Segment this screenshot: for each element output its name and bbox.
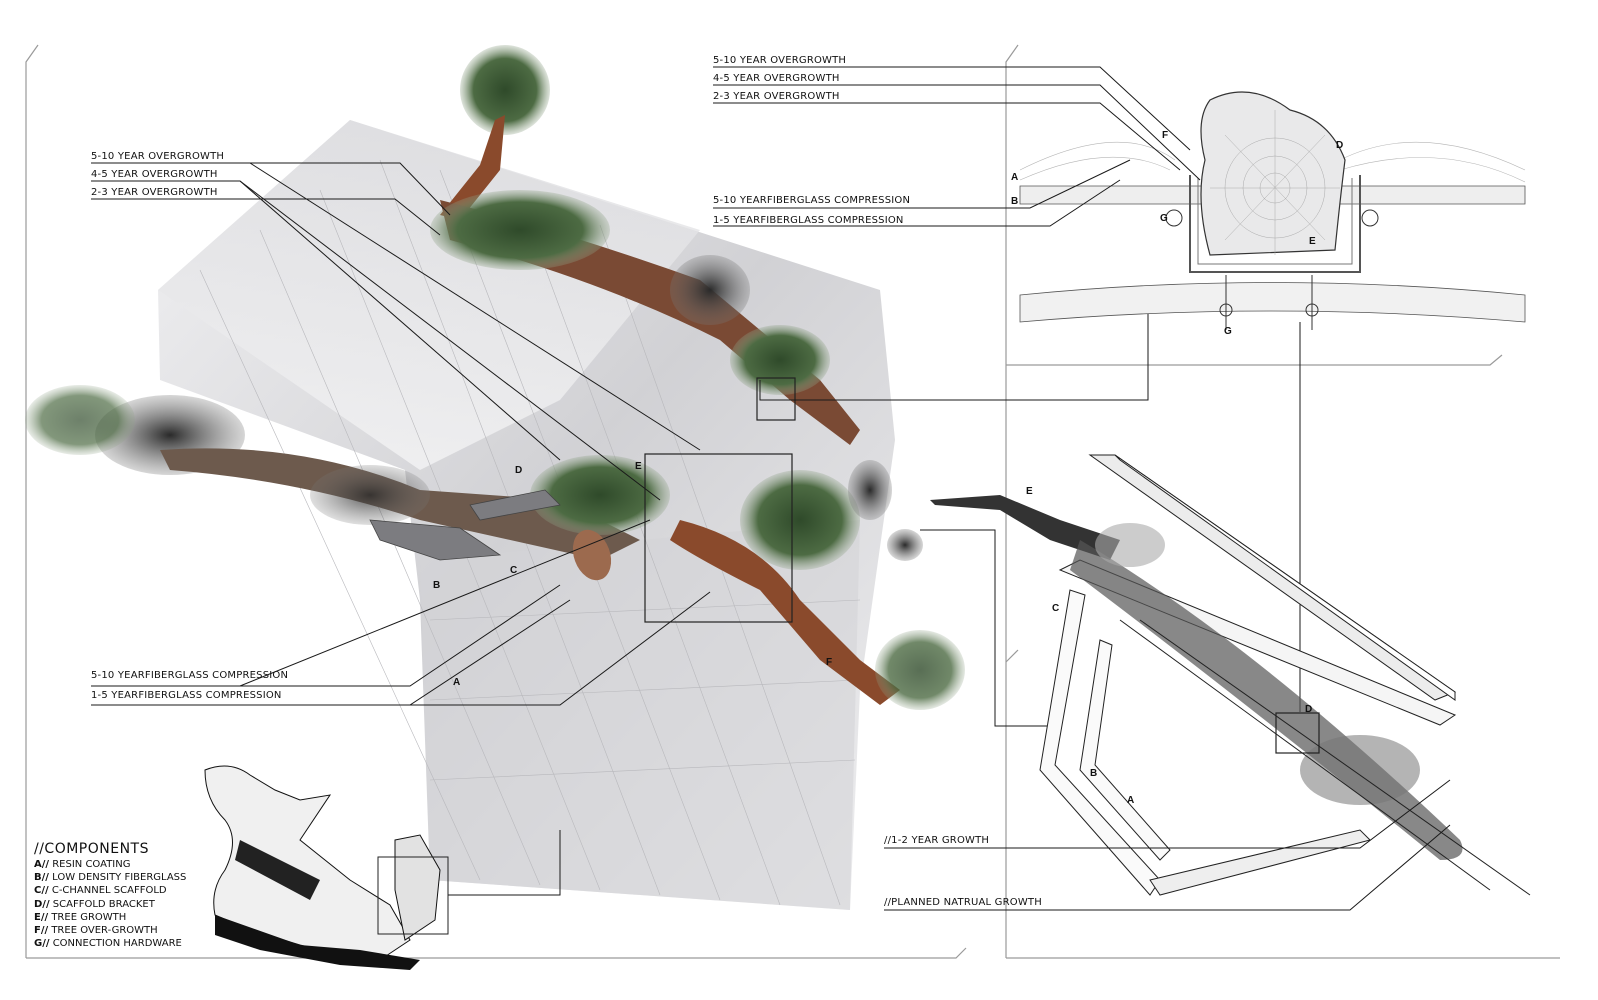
axon-leaders (884, 779, 1451, 911)
left-letter-c: C (510, 565, 518, 576)
axon-letter-a: A (1127, 795, 1135, 806)
left-overgrowth-label-1: 5-10 YEAR OVERGROWTH (91, 151, 225, 162)
left-overgrowth-label-2: 4-5 YEAR OVERGROWTH (91, 169, 218, 180)
section-letter-f: F (1162, 130, 1169, 141)
component-item-b: B// LOW DENSITY FIBERGLASS (34, 872, 187, 884)
scaffold-plates (369, 489, 561, 561)
left-tree (25, 385, 965, 710)
left-letter-b: B (433, 580, 441, 591)
left-compression-label-1: 5-10 YEARFIBERGLASS COMPRESSION (91, 670, 289, 681)
left-letter-f: F (826, 657, 833, 668)
left-overgrowth-label-3: 2-3 YEAR OVERGROWTH (91, 187, 218, 198)
left-compression-label-2: 1-5 YEARFIBERGLASS COMPRESSION (91, 690, 282, 701)
component-item-e: E// TREE GROWTH (34, 911, 127, 923)
section-letter-d: D (1336, 140, 1344, 151)
component-item-c: C// C-CHANNEL SCAFFOLD (34, 885, 167, 897)
section-letter-e: E (1309, 236, 1316, 247)
axon-letter-d: D (1305, 704, 1313, 715)
left-letter-d: D (515, 465, 523, 476)
component-item-f: F// TREE OVER-GROWTH (34, 925, 158, 937)
section-letter-b: B (1011, 196, 1019, 207)
mini-sculpture (204, 765, 560, 970)
section-letter-g-left: G (1160, 213, 1168, 224)
axon-letter-b: B (1090, 768, 1098, 779)
components-list: A// RESIN COATING B// LOW DENSITY FIBERG… (34, 858, 186, 950)
left-leaders (91, 162, 1149, 896)
component-item-a: A// RESIN COATING (34, 859, 131, 870)
growth-label-planned: //PLANNED NATRUAL GROWTH (884, 897, 1042, 908)
section-letter-a: A (1011, 172, 1019, 183)
section-compression-label-2: 1-5 YEARFIBERGLASS COMPRESSION (713, 215, 904, 226)
section-compression-label-1: 5-10 YEARFIBERGLASS COMPRESSION (713, 195, 911, 206)
growth-label-1-2-year: //1-2 YEAR GROWTH (884, 835, 990, 846)
axon-letter-c: C (1052, 603, 1060, 614)
components-title: //COMPONENTS (34, 841, 149, 857)
detail-boxes (644, 377, 796, 623)
section-leaders (713, 66, 1301, 712)
section-overgrowth-label-1: 5-10 YEAR OVERGROWTH (713, 55, 847, 66)
section-letter-g-bottom: G (1224, 326, 1232, 337)
section-detail (1019, 91, 1526, 330)
left-letter-e: E (635, 461, 642, 472)
axon-letter-e: E (1026, 486, 1033, 497)
left-letter-a: A (453, 677, 461, 688)
axon-detail (930, 454, 1531, 896)
component-item-d: D// SCAFFOLD BRACKET (34, 898, 155, 910)
section-overgrowth-label-3: 2-3 YEAR OVERGROWTH (713, 91, 840, 102)
component-item-g: G// CONNECTION HARDWARE (34, 938, 182, 950)
section-overgrowth-label-2: 4-5 YEAR OVERGROWTH (713, 73, 840, 84)
upper-tree (430, 45, 923, 561)
